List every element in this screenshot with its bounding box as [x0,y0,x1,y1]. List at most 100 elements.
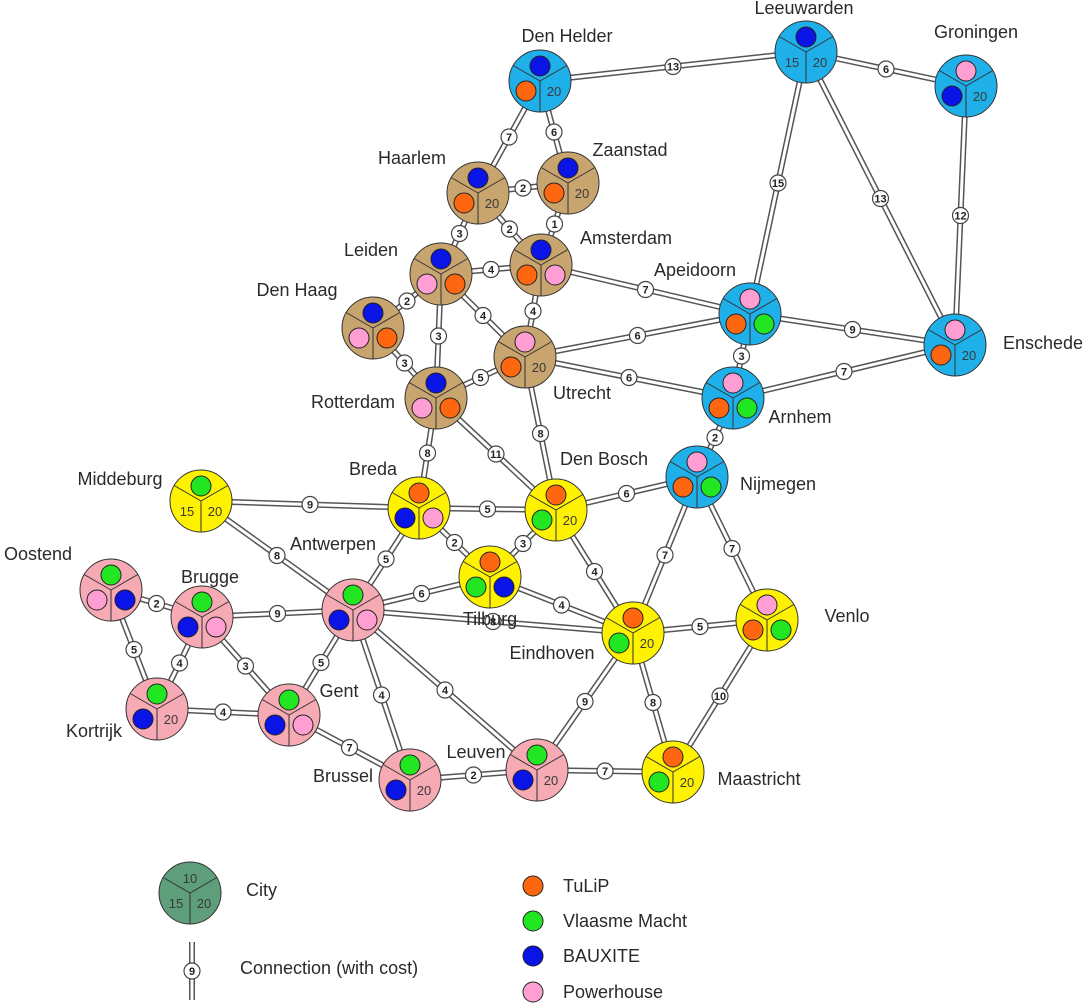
slot-cost: 15 [180,504,194,519]
connection-cost: 5 [318,658,324,670]
cost-badge: 4 [214,703,232,721]
city-divider [954,329,983,346]
connection-apeldoorn-enschede: 9 [749,311,956,348]
token-bauxite [264,714,286,736]
city-gent[interactable]: Gent [257,681,359,747]
connection-cost: 4 [176,658,183,670]
city-name: Apeidoorn [654,260,736,280]
token-bauxite [114,589,136,611]
cost-badge-circle [620,368,638,387]
token-powerhouse [422,507,444,529]
connection-antwerpen-eindhoven: 8 [352,607,634,636]
token-tulip [444,273,466,295]
city-divider [391,492,420,509]
city-divider [288,699,317,716]
city-divider [110,574,139,591]
cost-badge: 4 [474,306,492,325]
token-vlaasme-macht [191,591,213,613]
cost-badge-circle [170,654,189,672]
connection-cost: 9 [582,697,588,709]
cost-badge-circle [691,617,709,636]
token-bauxite [328,609,350,631]
city-amsterdam[interactable]: Amsterdam [509,228,672,297]
city-venlo[interactable]: Venlo [735,588,870,652]
city-oostend[interactable]: Oostend [4,544,143,622]
city-maastricht[interactable]: 20 Maastricht [641,740,801,804]
token-tulip [479,551,501,573]
city-divider [156,693,185,710]
city-name: Antwerpen [290,534,376,554]
city-divider [555,494,584,511]
city-divider [669,461,698,478]
company-bauxite-icon [522,945,544,967]
token-tulip [545,484,567,506]
cost-badge: 13 [664,57,682,76]
token-tulip [376,327,398,349]
city-divider [408,382,437,399]
token-tulip [439,397,461,419]
cost-badge: 5 [471,368,490,387]
cost-badge: 2 [500,220,519,238]
city-divider [749,298,778,315]
city-apeldoorn[interactable]: Apeidoorn [654,260,782,346]
token-tulip [622,607,644,629]
connection-cost: 4 [558,600,565,612]
cost-badge: 13 [871,189,890,208]
connection-cost: 8 [274,551,280,563]
city-antwerpen[interactable]: Antwerpen [290,534,385,642]
token-powerhouse [686,451,708,473]
connection-groningen-enschede: 12 [951,85,970,346]
connection-cost: 6 [883,64,889,76]
token-vlaasme-macht [146,683,168,705]
city-name: Tilburg [463,609,517,629]
cost-badge-circle [474,306,492,325]
connection-cost: 15 [772,178,784,190]
city-breda[interactable]: Breda [349,459,451,540]
city-arnhem[interactable]: Arnhem [701,366,832,430]
city-divider [477,177,506,194]
city-leiden[interactable]: Leiden [344,240,473,306]
cost-badge: 6 [620,368,638,387]
token-vlaasme-macht [100,564,122,586]
city-name: Maastricht [717,769,800,789]
city-divider [450,177,479,194]
token-tulip [453,192,475,214]
token-bauxite [530,239,552,261]
cost-badge: 3 [732,347,751,365]
cost-badge-circle [418,444,437,462]
cost-badge-circle [436,681,454,699]
city-name: Breda [349,459,398,479]
city-divider [440,258,469,275]
cost-badge-circle [340,738,359,757]
slot-cost: 20 [680,775,694,790]
city-denhaag[interactable]: Den Haag [256,280,405,360]
token-tulip [725,313,747,335]
connection-cost: 3 [456,229,462,241]
city-tilburg[interactable]: Tilburg [458,545,522,629]
cost-badge-circle [531,424,550,443]
connection-cost: 2 [520,183,526,195]
city-brugge[interactable]: Brugge [170,567,239,649]
token-powerhouse [205,616,227,638]
city-rotterdam[interactable]: Rotterdam [311,366,468,430]
city-divider [536,754,565,771]
city-name: Leuven [446,742,505,762]
city-divider [539,65,568,82]
token-bauxite [394,507,416,529]
cost-badge: 5 [478,500,497,518]
city-name: Den Bosch [560,449,648,469]
city-nijmegen[interactable]: Nijmegen [665,445,816,509]
